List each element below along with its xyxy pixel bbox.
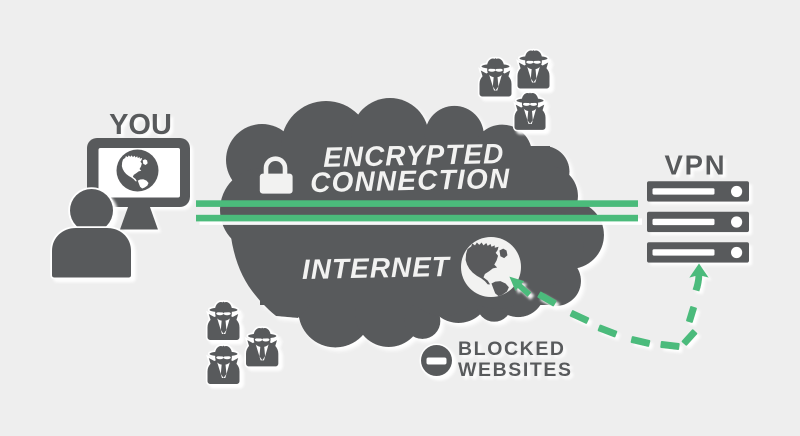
svg-text:VPN: VPN xyxy=(665,150,727,181)
svg-text:WEBSITES: WEBSITES xyxy=(458,359,573,381)
svg-text:ENCRYPTED: ENCRYPTED xyxy=(323,138,505,173)
svg-text:YOU: YOU xyxy=(109,109,172,141)
svg-text:BLOCKED: BLOCKED xyxy=(458,338,566,360)
svg-text:INTERNET: INTERNET xyxy=(302,251,453,285)
svg-text:CONNECTION: CONNECTION xyxy=(310,163,511,198)
